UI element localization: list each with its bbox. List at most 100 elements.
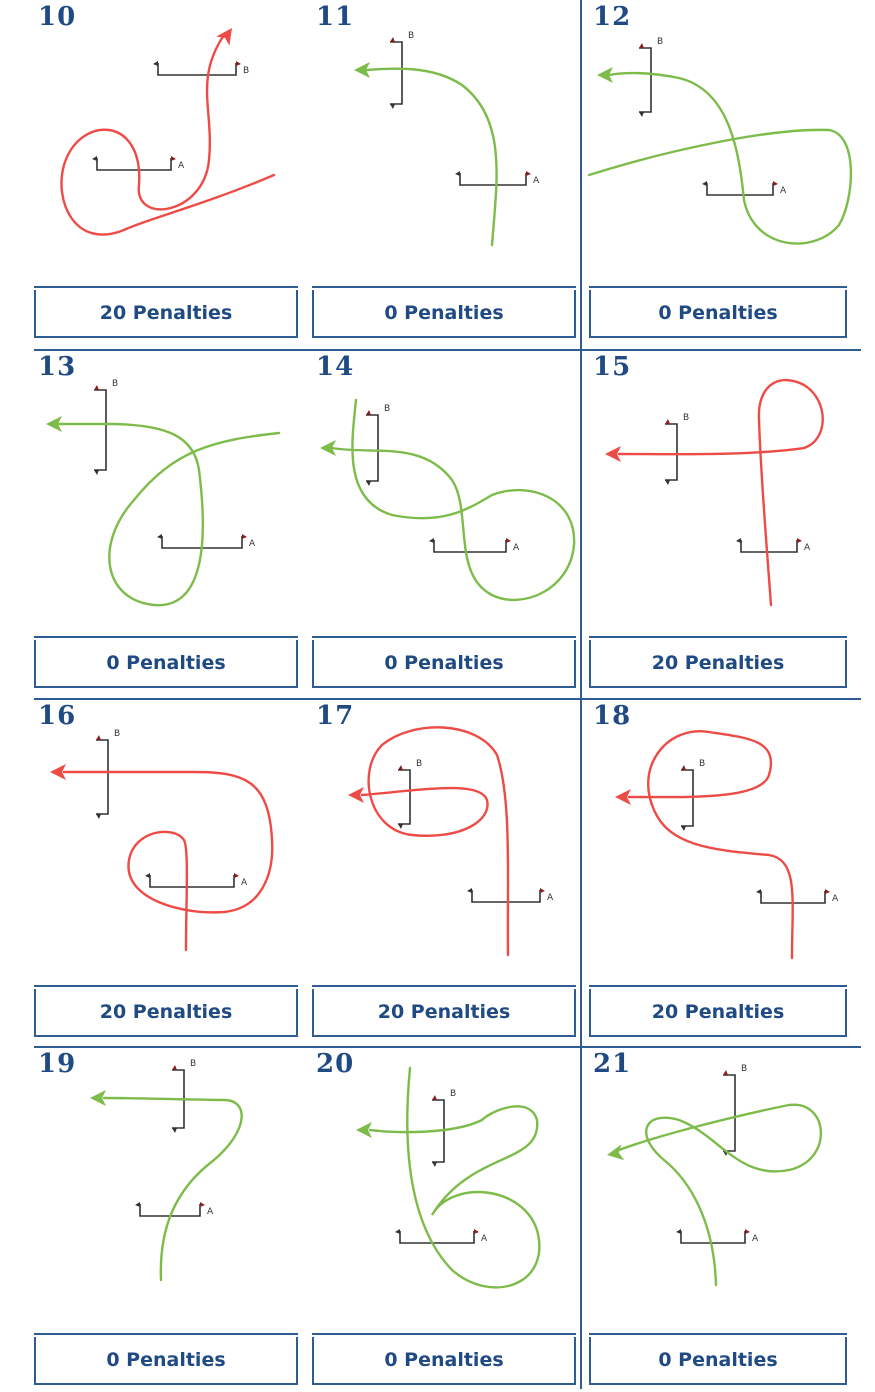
route-diagram: BA <box>587 37 853 245</box>
cell-number: 13 <box>38 352 77 382</box>
route-diagram: BA <box>60 28 276 236</box>
gate-a: A <box>756 889 839 904</box>
penalty-result-text: 0 Penalties <box>106 652 226 674</box>
penalty-result-box: 0 Penalties <box>312 636 576 688</box>
gate-b: B <box>665 413 689 485</box>
cell-number: 11 <box>316 2 355 32</box>
gate-b: B <box>681 759 705 831</box>
arrow-head-icon <box>597 67 613 83</box>
gate-b-label: B <box>243 66 249 76</box>
gate-b: B <box>94 379 118 475</box>
gate-a-label: A <box>207 1207 214 1217</box>
route-path <box>617 379 824 607</box>
cell-number: 21 <box>593 1049 632 1079</box>
gate-a-label: A <box>481 1234 488 1244</box>
route-diagram: BA <box>320 398 576 602</box>
arrow-head-icon <box>50 764 66 780</box>
penalty-result-text: 20 Penalties <box>651 1001 785 1023</box>
gate-a-label: A <box>804 543 811 553</box>
cell-number: 12 <box>593 2 632 32</box>
penalty-result-box: 20 Penalties <box>34 985 298 1037</box>
route-path <box>57 422 281 607</box>
gate-a-label: A <box>752 1234 759 1244</box>
gate-a: A <box>145 873 248 888</box>
arrow-head-icon <box>216 28 232 46</box>
penalty-result-box: 0 Penalties <box>312 1333 576 1385</box>
gate-b: B <box>172 1059 196 1133</box>
gate-a: A <box>395 1229 488 1244</box>
gate-b-label: B <box>683 413 689 423</box>
arrow-head-icon <box>605 446 621 462</box>
route-path <box>365 67 498 247</box>
penalty-result-text: 0 Penalties <box>106 1349 226 1371</box>
gate-a-label: A <box>249 539 256 549</box>
arrow-head-icon <box>46 416 62 432</box>
route-path <box>587 71 853 245</box>
gate-a-label: A <box>178 161 185 171</box>
gate-a: A <box>676 1229 759 1244</box>
row-divider <box>34 698 861 700</box>
gate-b: B <box>153 61 249 76</box>
route-path <box>368 1066 541 1289</box>
penalty-result-box: 0 Penalties <box>589 286 847 338</box>
gate-a-label: A <box>780 186 787 196</box>
route-diagram: BA <box>90 1059 243 1282</box>
penalty-result-text: 20 Penalties <box>99 302 233 324</box>
route-diagram: BA <box>354 31 540 247</box>
route-path <box>627 730 794 960</box>
gate-b: B <box>723 1064 747 1156</box>
gate-a: A <box>467 888 554 903</box>
penalty-result-text: 20 Penalties <box>99 1001 233 1023</box>
arrow-head-icon <box>90 1090 106 1106</box>
route-diagram: BA <box>348 726 554 957</box>
penalty-result-box: 0 Penalties <box>34 636 298 688</box>
gate-a: A <box>429 538 520 553</box>
penalty-result-box: 20 Penalties <box>312 985 576 1037</box>
gate-a-label: A <box>832 894 839 904</box>
gate-a: A <box>455 171 540 186</box>
route-path <box>330 398 576 602</box>
arrow-head-icon <box>354 62 370 78</box>
arrow-head-icon <box>320 440 336 456</box>
penalty-result-box: 0 Penalties <box>34 1333 298 1385</box>
cell-number: 20 <box>316 1049 355 1079</box>
arrow-head-icon <box>615 789 631 805</box>
cell-number: 18 <box>593 701 632 731</box>
penalty-result-text: 0 Penalties <box>384 1349 504 1371</box>
route-diagram: BA <box>356 1066 541 1289</box>
gate-b-label: B <box>384 404 390 414</box>
cell-number: 10 <box>38 2 77 32</box>
penalty-result-box: 20 Penalties <box>589 985 847 1037</box>
cell-number: 14 <box>316 352 355 382</box>
gate-b-label: B <box>416 759 422 769</box>
gate-b: B <box>390 31 414 109</box>
route-diagram: BA <box>607 1064 823 1287</box>
gate-a-label: A <box>533 176 540 186</box>
penalty-result-box: 20 Penalties <box>589 636 847 688</box>
cell-number: 19 <box>38 1049 77 1079</box>
gate-b-label: B <box>112 379 118 389</box>
gate-a: A <box>92 156 185 171</box>
vertical-divider <box>580 0 582 1389</box>
route-path <box>102 1096 243 1282</box>
arrow-head-icon <box>356 1122 372 1138</box>
gate-b-label: B <box>190 1059 196 1069</box>
penalty-result-box: 20 Penalties <box>34 286 298 338</box>
route-diagram: BA <box>605 379 824 607</box>
route-path <box>60 33 276 236</box>
route-diagram: BA <box>50 729 274 952</box>
cell-number: 17 <box>316 701 355 731</box>
route-diagram: BA <box>615 730 839 960</box>
gate-b-label: B <box>408 31 414 41</box>
row-divider <box>34 349 861 351</box>
